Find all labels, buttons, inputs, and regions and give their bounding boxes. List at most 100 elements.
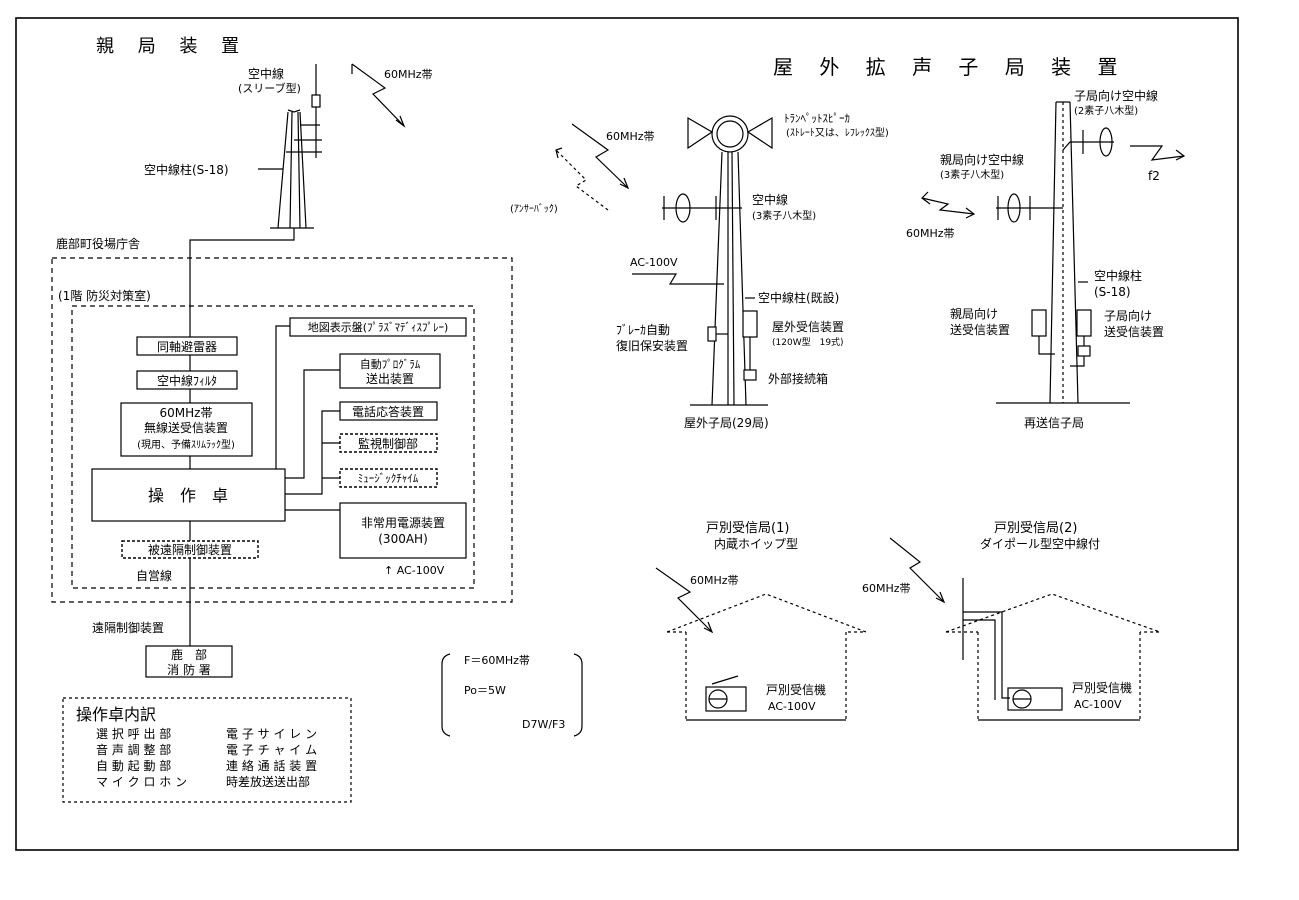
arrester-box: 同軸避雷器 (157, 340, 217, 354)
outdoor-antenna-2: (3素子八木型) (752, 209, 816, 222)
speaker-label-2: (ｽﾄﾚｰﾄ又は、ﾚﾌﾚｯｸｽ型) (786, 126, 889, 139)
remote-control-box: 被遠隔制御装置 (148, 542, 232, 557)
parent-mast-icon (270, 109, 314, 229)
relay-f2: f2 (1148, 169, 1160, 183)
parent-antenna-1: 親局向け空中線 (940, 152, 1024, 167)
parent-title: 親 局 装 置 (96, 36, 248, 57)
house1-band: 60MHz帯 (690, 574, 739, 587)
house1-icon (666, 593, 867, 721)
house1-subtitle: 内蔵ホイップ型 (714, 537, 798, 551)
relay-band: 60MHz帯 (906, 227, 955, 240)
house2-subtitle: ダイポール型空中線付 (980, 536, 1100, 551)
parent-tx-1: 親局向け (950, 306, 998, 321)
breaker-1: ﾌﾞﾚｰｶ自動 (616, 323, 670, 337)
child-antenna-2: (2素子八木型) (1074, 104, 1138, 117)
child-tx-2: 送受信装置 (1104, 324, 1164, 339)
breakdown-row-3-a: 自 動 起 動 部 (96, 758, 171, 773)
relay-wave-icon (1130, 145, 1186, 161)
trumpet-speaker-icon (687, 115, 773, 153)
building-boundary (51, 257, 513, 603)
breakdown-row-1-b: 電 子 サ イ レ ン (226, 727, 317, 741)
breaker-2: 復旧保安装置 (616, 338, 688, 353)
parent-antenna-label: 空中線 (248, 66, 284, 81)
breakdown-row-2-b: 電 子 チ ャ イ ム (226, 743, 317, 757)
child-tx-1: 子局向け (1104, 308, 1152, 323)
emergency-power-line2: (300AH) (378, 532, 428, 546)
outdoor-caption: 屋外子局(29局) (684, 416, 769, 430)
parent-antenna-type: (スリーブ型) (238, 81, 301, 95)
spec-frequency: F＝60MHz帯 (464, 654, 530, 667)
relay-mast-1: 空中線柱 (1094, 268, 1142, 283)
house1-receiver: 戸別受信機 (766, 682, 826, 697)
outdoor-receiver-2: (120W型 19式) (772, 336, 844, 348)
fire-station-line2: 消 防 署 (167, 662, 211, 677)
house1-wave-icon (655, 567, 714, 634)
spec-power: Po＝5W (464, 684, 506, 697)
breakdown-row-4-a: マ イ ク ロ ホ ン (96, 775, 187, 789)
house2-receiver-icon (1007, 687, 1063, 711)
house1-receiver-icon (705, 675, 747, 712)
child-antenna-1: 子局向け空中線 (1074, 88, 1158, 103)
ext-box-label: 外部接続箱 (768, 371, 828, 386)
outdoor-receiver-1: 屋外受信装置 (772, 320, 844, 334)
room-boundary (71, 305, 475, 589)
console-box: 操 作 卓 (148, 486, 228, 505)
house2-receiver: 戸別受信機 (1072, 680, 1132, 695)
radio-box-line1: 60MHz帯 (160, 406, 213, 420)
breakdown-row-4-b: 時差放送送出部 (226, 774, 310, 789)
console-breakdown-box (62, 697, 352, 803)
phone-answer-box: 電話応答装置 (352, 404, 424, 419)
auto-program-line2: 送出装置 (366, 371, 414, 386)
outdoor-pole-icon (690, 151, 768, 406)
speaker-label-1: ﾄﾗﾝﾍﾟｯﾄｽﾋﾟｰｶ (784, 112, 850, 125)
outer-frame (15, 17, 1239, 851)
room-label: (1階 防災対策室) (58, 288, 151, 303)
emergency-power-line1: 非常用電源装置 (361, 516, 445, 530)
outdoor-title: 屋 外 拡 声 子 局 装 置 (773, 55, 1128, 79)
console-breakdown-title: 操作卓内訳 (76, 705, 156, 724)
remote-device-label: 遠隔制御装置 (92, 620, 164, 635)
private-line-label: 自営線 (136, 568, 172, 583)
ac-label-parent: ↑ AC-100V (384, 564, 445, 577)
breakdown-row-2-a: 音 声 調 整 部 (96, 742, 171, 757)
radio-wave-icon (351, 63, 406, 128)
relay-pole-icon (996, 101, 1130, 404)
outdoor-ac: AC-100V (630, 256, 678, 269)
yagi-antenna-icon (662, 193, 742, 223)
house2-ac: AC-100V (1074, 698, 1122, 711)
parent-antenna-2: (3素子八木型) (940, 168, 1004, 181)
parent-tx-2: 送受信装置 (950, 322, 1010, 337)
outdoor-wave-icon (555, 123, 630, 211)
outdoor-mast: 空中線柱(既設) (758, 290, 839, 305)
radio-box-line2: 無線送受信装置 (144, 420, 228, 435)
music-chime-box: ﾐｭｰｼﾞｯｸﾁｬｲﾑ (358, 472, 419, 485)
outdoor-band: 60MHz帯 (606, 130, 655, 143)
bidirectional-wave-icon (921, 191, 976, 219)
parent-yagi-icon (996, 193, 1063, 223)
breakdown-row-1-a: 選 択 呼 出 部 (96, 726, 171, 741)
dipole-antenna-icon (962, 578, 1010, 700)
house2-title: 戸別受信局(2) (994, 521, 1077, 536)
building-label: 鹿部町役場庁舎 (56, 236, 140, 251)
monitor-control-box: 監視制御部 (358, 436, 418, 451)
parent-band-label: 60MHz帯 (384, 68, 433, 81)
house1-title: 戸別受信局(1) (706, 521, 789, 536)
map-display-box: 地図表示盤(ﾌﾟﾗｽﾞﾏﾃﾞｨｽﾌﾟﾚｰ) (308, 320, 449, 334)
fire-station-line1: 鹿 部 (171, 647, 207, 662)
outdoor-antenna-1: 空中線 (752, 192, 788, 207)
house2-wave-icon (889, 537, 946, 604)
radio-box-line3: (現用、予備ｽﾘﾑﾗｯｸ型) (137, 438, 235, 451)
house1-ac: AC-100V (768, 700, 816, 713)
relay-caption: 再送信子局 (1024, 415, 1084, 430)
child-yagi-icon (1062, 127, 1114, 157)
filter-box: 空中線ﾌｨﾙﾀ (157, 373, 217, 388)
house2-band: 60MHz帯 (862, 582, 911, 595)
breakdown-row-3-b: 連 絡 通 話 装 置 (226, 758, 317, 773)
relay-mast-2: (S-18) (1094, 285, 1131, 299)
house2-icon (945, 593, 1161, 721)
spec-emission: D7W/F3 (522, 718, 565, 731)
answer-back: (ｱﾝｻｰﾊﾞｯｸ) (510, 203, 558, 215)
auto-program-line1: 自動ﾌﾟﾛｸﾞﾗﾑ (360, 357, 421, 371)
parent-mast-label: 空中線柱(S-18) (144, 162, 229, 177)
